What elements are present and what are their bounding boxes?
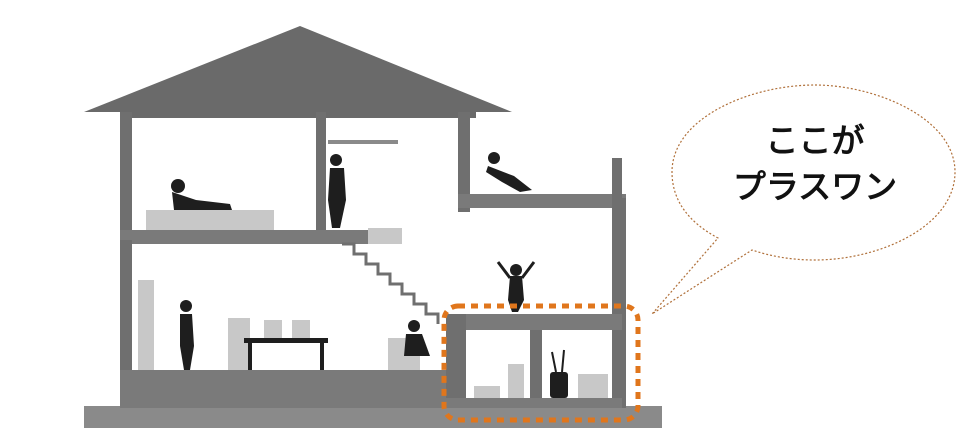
storage-ceiling <box>446 314 622 330</box>
storage-box-tall <box>508 364 524 398</box>
callout-bubble <box>651 84 956 315</box>
closet-panel <box>368 228 402 244</box>
callout-text: ここが プラスワン <box>700 118 930 210</box>
closet-rail <box>328 140 398 144</box>
right-wall-lower <box>612 198 626 408</box>
second-floor-slab <box>120 230 400 244</box>
side-cabinet <box>228 318 250 370</box>
terrace-parapet <box>612 158 622 198</box>
terrace-slab <box>458 194 626 208</box>
callout-line1: ここが <box>765 121 865 160</box>
storage-box-small <box>474 386 500 398</box>
staircase <box>342 242 440 324</box>
roof <box>84 26 512 112</box>
left-wall-upper <box>120 112 132 240</box>
tall-cabinet <box>138 280 154 370</box>
standing-person-icon <box>180 300 194 370</box>
bed <box>146 210 274 230</box>
golf-bag-icon <box>550 349 568 398</box>
callout-line2: プラスワン <box>732 167 898 206</box>
ground <box>84 406 662 428</box>
storage-drawers <box>578 374 608 398</box>
storage-floor <box>446 398 622 408</box>
person-at-closet-icon <box>328 154 346 228</box>
center-wall-upper <box>316 112 326 230</box>
eave <box>120 112 476 118</box>
plus-one-highlight <box>441 303 641 423</box>
first-floor-slab <box>120 370 446 408</box>
storage-divider <box>530 330 542 408</box>
relaxing-person-icon <box>486 152 532 192</box>
storage-left-wall <box>446 314 466 408</box>
left-wall-lower <box>120 240 132 408</box>
cheering-child-icon <box>496 261 536 312</box>
reclining-person-icon <box>171 179 232 210</box>
right-wall-upper <box>458 112 470 212</box>
dining-table-icon <box>244 320 328 370</box>
seated-person-icon <box>404 320 430 356</box>
